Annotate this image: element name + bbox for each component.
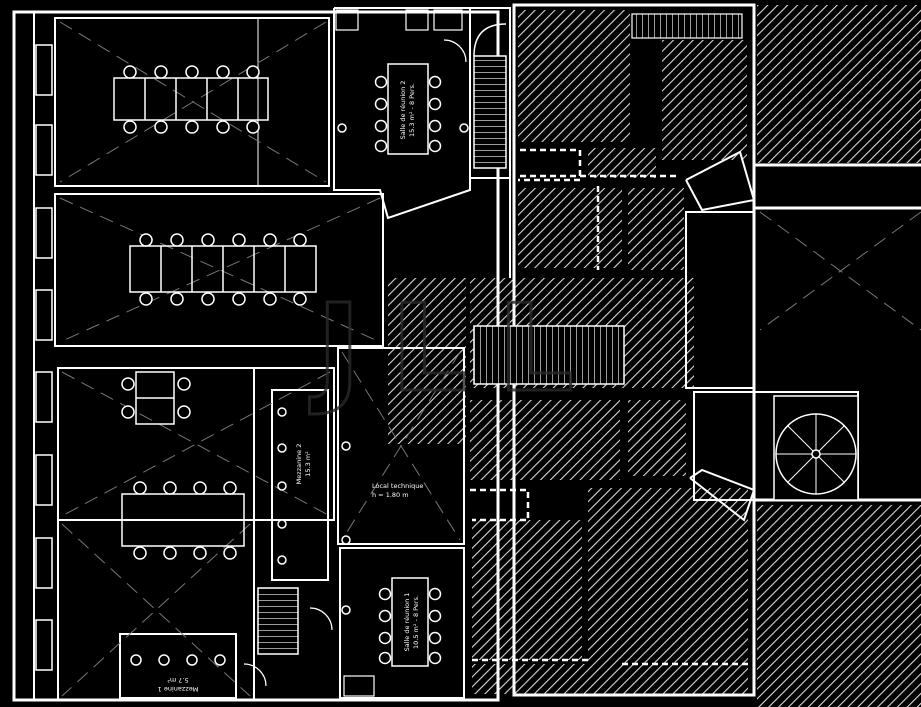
spiral-staircase: [773, 395, 859, 501]
technical-room-name: Local technique: [372, 482, 423, 490]
upper-right-stair: [631, 13, 743, 39]
mezzanine-1-detail: 5.7 m²: [167, 676, 189, 684]
hatch-stair-core: [388, 278, 466, 444]
table-office-4: [121, 481, 245, 560]
hatch-upper-mid: [588, 148, 656, 178]
mezzanine-1-chairs: [130, 654, 226, 666]
mezzanine-2-chairs: [277, 407, 287, 565]
table-office-1: [113, 65, 269, 134]
mezzanine-1-name: Mezzanine 1: [158, 685, 199, 693]
technical-room-detail: h = 1.80 m: [372, 491, 409, 499]
hatch-upper-left-column: [518, 10, 630, 142]
hatch-bottom-strip: [472, 664, 748, 694]
technical-fixtures: [337, 123, 469, 615]
hatch-mid-left: [518, 188, 622, 268]
lower-staircase: [257, 587, 299, 655]
hatch-right-bottom-block: [757, 505, 921, 707]
hatch-bottom-center: [588, 488, 748, 688]
hatch-upper-right: [662, 40, 747, 160]
hatch-top-right-block: [757, 5, 921, 163]
watermark: JLL: [309, 280, 604, 419]
meeting-room-2-detail: 15.3 m² - 8 Pers.: [408, 83, 416, 137]
mezzanine-2-name: Mezzanine 2: [295, 444, 303, 485]
stair-curve: [473, 23, 507, 57]
mezzanine-2-detail: 15.3 m²: [304, 451, 312, 477]
dashed-partitions: [470, 148, 748, 666]
meeting-room-2-name: Salle de réunion 2: [399, 81, 407, 140]
hatch-lower-left: [470, 400, 620, 480]
table-meeting-room-2: [374, 63, 442, 155]
room-labels: Salle de réunion 2 15.3 m² - 8 Pers. Sal…: [158, 81, 424, 693]
center-staircase: [473, 325, 625, 385]
table-meeting-room-1: [378, 577, 442, 667]
dashed-guides: [59, 21, 921, 697]
meeting-room-1-name: Salle de réunion 1: [403, 593, 411, 652]
stairs: [257, 13, 859, 655]
hatch-lower-right: [628, 400, 686, 476]
hatch-mid-right: [628, 188, 684, 270]
table-office-2: [129, 233, 317, 306]
main-staircase: [473, 55, 507, 169]
hatch-bottom-left: [472, 520, 582, 660]
meeting-room-1-detail: 10.5 m² - 8 Pers.: [412, 595, 420, 649]
table-office-3: [121, 371, 191, 425]
walls: [12, 3, 921, 702]
doors: [243, 9, 467, 697]
furniture: [113, 9, 469, 697]
